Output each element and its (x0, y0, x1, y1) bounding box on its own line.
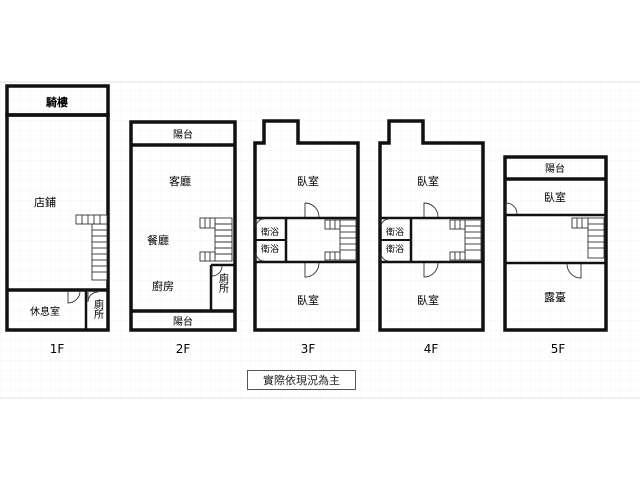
label-2f-toilet: 廁所 (217, 272, 229, 294)
shop-outline (5, 113, 110, 332)
label-1f-toilet-1: 廁所 (92, 298, 104, 320)
floor-4f-plan (378, 119, 485, 332)
3f-outline (253, 119, 360, 332)
1f-stairs (67, 214, 108, 304)
label-1f-arcade: 騎樓 (46, 95, 68, 109)
floor-3f-plan (253, 119, 360, 332)
label-4f-bath-2: 衛浴 (386, 243, 404, 255)
label-5f-bedroom: 臥室 (544, 190, 566, 204)
label-2f-living: 客廳 (169, 174, 191, 188)
3f-stairs (255, 202, 357, 278)
5f-stairs (505, 202, 605, 279)
label-4f-bedroom-back: 臥室 (417, 293, 439, 307)
label-2f-dining: 餐廳 (147, 233, 169, 247)
5f-outline (503, 155, 608, 332)
floor-1f-plan (5, 84, 110, 332)
label-5f-balcony: 陽台 (545, 162, 565, 175)
floor-label-5f: 5F (551, 342, 566, 356)
label-2f-balcony-top: 陽台 (173, 128, 193, 141)
2f-outline (129, 120, 237, 332)
label-5f-terrace: 露臺 (544, 290, 566, 304)
label-1f-rest-room: 休息室 (30, 305, 60, 318)
floor-label-1f: 1F (50, 342, 65, 356)
floor-label-4f: 4F (424, 342, 439, 356)
label-3f-bedroom-front: 臥室 (297, 174, 319, 188)
4f-stairs (380, 202, 482, 278)
label-2f-kitchen: 廚房 (152, 279, 174, 293)
label-3f-bedroom-back: 臥室 (297, 293, 319, 307)
floor-label-2f: 2F (176, 342, 191, 356)
label-2f-balcony-bottom: 陽台 (173, 315, 193, 328)
floor-5f-plan (503, 155, 608, 332)
2f-stairs (199, 217, 233, 277)
label-4f-bedroom-front: 臥室 (417, 174, 439, 188)
4f-outline (378, 119, 485, 332)
label-3f-bath-2: 衛浴 (261, 243, 279, 255)
floor-2f-plan (129, 120, 237, 332)
label-3f-bath-1: 衛浴 (261, 226, 279, 238)
label-1f-shop: 店鋪 (34, 195, 56, 209)
label-4f-bath-1: 衛浴 (386, 226, 404, 238)
floor-label-3f: 3F (301, 342, 316, 356)
disclaimer-note: 實際依現況為主 (247, 370, 356, 390)
